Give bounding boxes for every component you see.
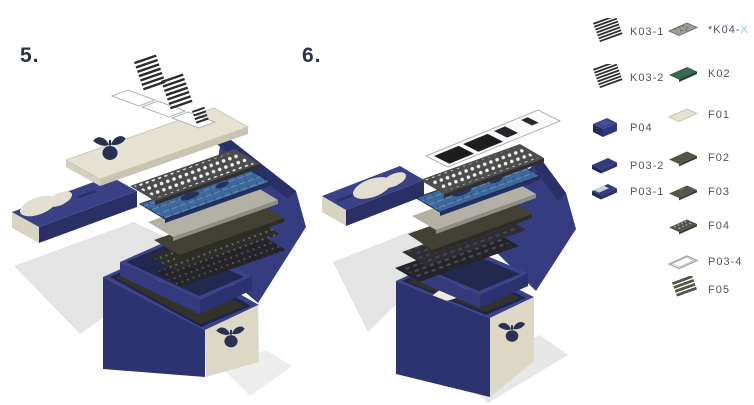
- olive-notched-plate-icon: [669, 185, 697, 201]
- keycap-row-stack-icon: [593, 64, 623, 89]
- legend-label: K03-1: [630, 26, 665, 38]
- legend-label: F03: [708, 186, 730, 198]
- legend-label: P03-2: [630, 160, 665, 172]
- foam-layer-bottom-6: [395, 232, 519, 282]
- box-lid-6: [322, 166, 424, 226]
- foam-layer-bottom-5: [156, 235, 286, 287]
- switch-plate-layer-6: [420, 144, 544, 198]
- navy-tray-lid-icon: [592, 184, 617, 200]
- legend-item-p03-2: P03-2: [587, 152, 664, 180]
- legend-item-f01: F01: [665, 101, 730, 129]
- legend-label: F01: [708, 109, 730, 121]
- leaf-decoration: [19, 191, 73, 217]
- legend-item-f02: F02: [665, 144, 730, 172]
- legend-item-k03-2: K03-2: [587, 64, 664, 92]
- legend-label: K03-2: [630, 72, 665, 84]
- navy-tray-icon: [592, 158, 617, 174]
- legend-label: P04: [630, 122, 653, 134]
- legend-label: F02: [708, 152, 730, 164]
- green-plate-icon: [669, 67, 697, 82]
- legend-item-p04: P04: [587, 114, 653, 142]
- keycap-stack-group-3: [192, 106, 209, 124]
- legend-item-p03-1: P03-1: [587, 178, 664, 206]
- olive-strip-stack-icon: [671, 276, 697, 297]
- exploded-view-5: [12, 54, 306, 396]
- legend-item-k03-1: K03-1: [587, 18, 664, 46]
- keycap-stack-group-2: [161, 73, 193, 110]
- legend-item-k04-x: *K04-X: [665, 16, 749, 44]
- lid-wordmark: [336, 193, 354, 203]
- legend-label: F05: [708, 284, 730, 296]
- olive-plate-layer-6: [408, 198, 532, 254]
- figure-number-6: 6.: [302, 44, 322, 67]
- legend-label: P03-1: [630, 186, 665, 198]
- olive-plate-icon: [669, 151, 697, 167]
- switch-plate-layer-5: [130, 149, 260, 205]
- legend-label: F04: [708, 220, 730, 232]
- cream-plate-icon: [667, 108, 699, 123]
- legend-label: P03-4: [708, 256, 743, 268]
- exploded-view-6: [322, 109, 576, 403]
- legend-item-f05: F05: [665, 276, 730, 304]
- grey-keycap-bar-icon: [667, 22, 699, 37]
- olive-perforated-plate-icon: [669, 219, 697, 235]
- legend-item-k02: K02: [665, 60, 731, 88]
- legend-label-highlight: X: [740, 24, 749, 36]
- figure-number-5: 5.: [20, 44, 40, 67]
- legend-label: K02: [708, 68, 731, 80]
- keycap-row-stack-icon: [593, 18, 623, 43]
- pcb-layer-5: [138, 166, 272, 223]
- lid-wordmark: [78, 189, 96, 199]
- olive-plate-layer-5: [154, 203, 284, 259]
- leaf-decoration: [352, 172, 407, 199]
- legend-label: *K04-X: [708, 24, 749, 36]
- legend-item-f04: F04: [665, 212, 730, 240]
- grey-plate-layer-5: [148, 185, 278, 241]
- keycap-trays-5: [110, 89, 217, 129]
- box-lid-5: [12, 176, 137, 243]
- legend-item-p03-4: P03-4: [665, 248, 742, 276]
- keycap-tray-strip-6: [424, 109, 562, 168]
- navy-box-icon: [593, 118, 617, 137]
- outline-tray-icon: [667, 255, 699, 270]
- parts-legend: K03-1 K03-2 P04: [585, 6, 753, 326]
- legend-item-f03: F03: [665, 178, 730, 206]
- keycap-stack-group-1: [134, 54, 166, 91]
